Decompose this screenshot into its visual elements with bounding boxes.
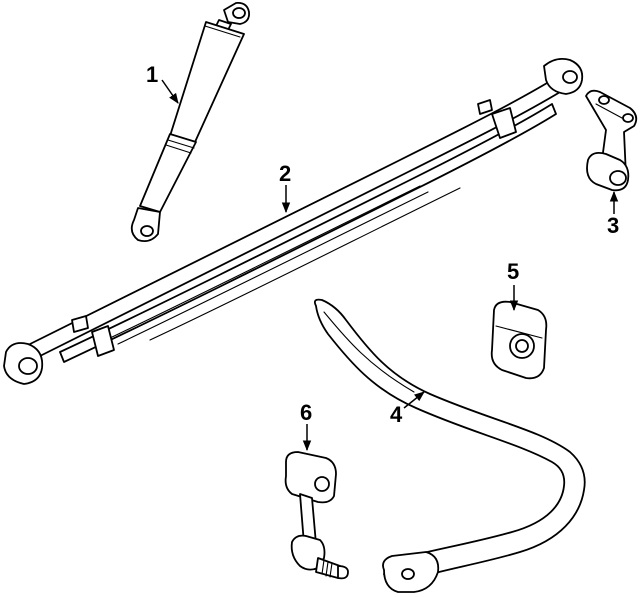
spring-shackle[interactable] <box>585 89 638 192</box>
callout-4: 4 <box>390 402 403 427</box>
leaf-spring[interactable] <box>3 57 584 385</box>
callout-2: 2 <box>279 161 291 186</box>
callout-3: 3 <box>607 213 619 238</box>
stabilizer-bushing[interactable] <box>490 300 548 380</box>
callout-5: 5 <box>507 259 519 284</box>
stabilizer-link[interactable] <box>284 451 349 580</box>
callout-1: 1 <box>146 62 158 87</box>
shock-absorber[interactable] <box>130 2 250 243</box>
callout-leaders <box>161 79 619 452</box>
stabilizer-bar[interactable] <box>313 298 586 593</box>
callout-6: 6 <box>300 400 312 425</box>
